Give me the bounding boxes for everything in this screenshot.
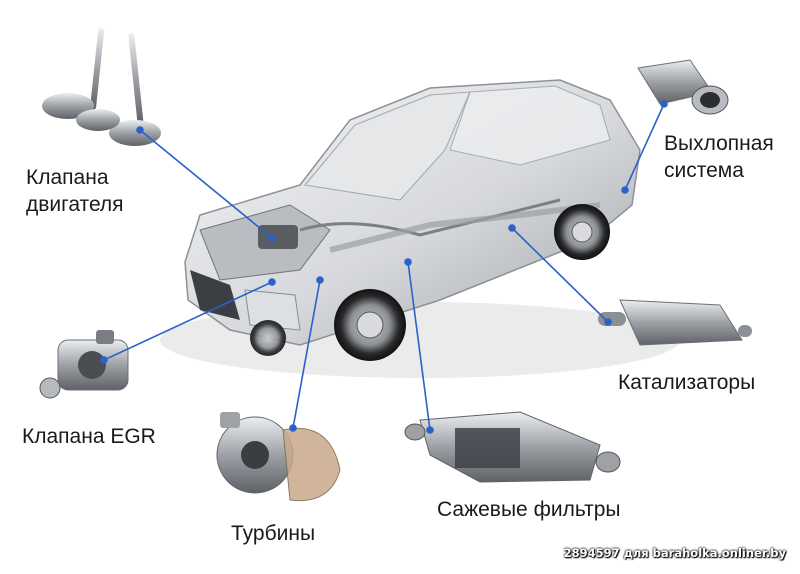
pointer-turbines bbox=[292, 279, 321, 429]
pointer-egr bbox=[103, 281, 273, 361]
soot-filter-image bbox=[404, 411, 621, 483]
label-soot-filters: Сажевые фильтры bbox=[437, 498, 621, 521]
label-engine-valves: Клапана двигателя bbox=[26, 164, 124, 218]
label-exhaust-line1: Выхлопная bbox=[664, 132, 774, 155]
label-egr-valves: Клапана EGR bbox=[22, 425, 156, 448]
pointer-valves bbox=[139, 129, 273, 239]
pointer-exhaust bbox=[624, 103, 665, 191]
label-exhaust-line2: система bbox=[664, 159, 744, 182]
label-turbines: Турбины bbox=[231, 522, 316, 545]
egr-valve-image bbox=[39, 330, 129, 399]
watermark: 2894597 для baraholka.onliner.by bbox=[563, 546, 786, 560]
label-catalysts: Катализаторы bbox=[618, 371, 756, 394]
car bbox=[160, 79, 680, 378]
engine-valves-image bbox=[42, 28, 161, 146]
pointer-lines bbox=[100, 100, 668, 434]
pointer-catalysts bbox=[511, 227, 609, 323]
pointer-soot-filters bbox=[407, 261, 431, 431]
exhaust-system-image bbox=[637, 59, 729, 115]
label-exhaust-system: Выхлопная система bbox=[664, 130, 774, 184]
turbine-image bbox=[216, 412, 341, 502]
label-engine-valves-line1: Клапана bbox=[26, 166, 109, 189]
label-engine-valves-line2: двигателя bbox=[26, 193, 124, 216]
